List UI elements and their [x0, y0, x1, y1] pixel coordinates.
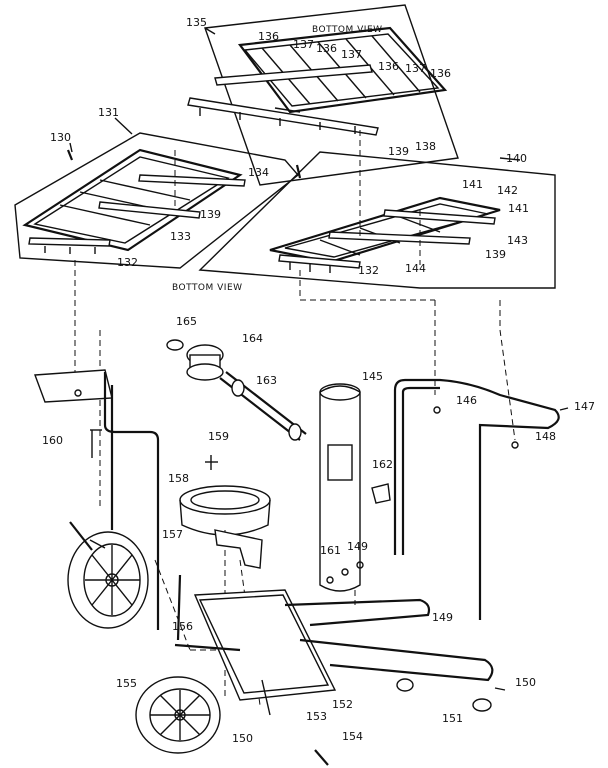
- part-label-138: 138: [415, 140, 436, 153]
- part-label-136: 136: [258, 30, 279, 43]
- part-label-141: 141: [508, 202, 529, 215]
- part-label-149: 149: [432, 611, 453, 624]
- part-label-139: 139: [388, 145, 409, 158]
- part-label-148: 148: [535, 430, 556, 443]
- hardware-marks: [66, 149, 302, 179]
- bottom-view-caption-left: BOTTOM VIEW: [172, 283, 243, 293]
- part-label-134: 134: [248, 166, 269, 179]
- part-label-132: 132: [117, 256, 138, 269]
- left-frame: [34, 369, 160, 630]
- part-label-153: 153: [306, 710, 327, 723]
- part-label-162: 162: [372, 458, 393, 471]
- panel-135-top-rack: [187, 4, 459, 186]
- wheel-lower: [135, 676, 221, 754]
- regulator-assembly: [166, 339, 307, 441]
- label-leaders: [69, 27, 569, 549]
- part-label-149: 149: [347, 540, 368, 553]
- part-labels: 135 136 137 136 137 136 137 136 138 139 …: [42, 16, 595, 745]
- part-label-131: 131: [98, 106, 119, 119]
- wheel-upper: [67, 521, 149, 629]
- part-label-165: 165: [176, 315, 197, 328]
- part-label-154: 154: [342, 730, 363, 743]
- part-label-163: 163: [256, 374, 277, 387]
- part-label-130: 130: [50, 131, 71, 144]
- part-label-158: 158: [168, 472, 189, 485]
- right-frame: [393, 378, 560, 620]
- part-label-137: 137: [293, 38, 314, 51]
- part-label-144: 144: [405, 262, 426, 275]
- part-label-159: 159: [208, 430, 229, 443]
- part-label-141: 141: [462, 178, 483, 191]
- part-label-157: 157: [162, 528, 183, 541]
- lp-tank: [319, 383, 391, 592]
- part-label-146: 146: [456, 394, 477, 407]
- part-label-136: 136: [316, 42, 337, 55]
- tank-retainer: [179, 455, 271, 569]
- base-frame: [174, 561, 506, 766]
- panel-131-left-grate: [14, 132, 300, 269]
- bottom-view-caption-top: BOTTOM VIEW: [312, 25, 383, 35]
- part-label-137: 137: [405, 62, 426, 75]
- part-label-164: 164: [242, 332, 263, 345]
- part-label-142: 142: [497, 184, 518, 197]
- part-label-160: 160: [42, 434, 63, 447]
- part-label-161: 161: [320, 544, 341, 557]
- part-label-132: 132: [358, 264, 379, 277]
- part-label-152: 152: [332, 698, 353, 711]
- part-label-147: 147: [574, 400, 595, 413]
- part-label-136: 136: [430, 67, 451, 80]
- part-label-155: 155: [116, 677, 137, 690]
- part-label-151: 151: [442, 712, 463, 725]
- part-label-156: 156: [172, 620, 193, 633]
- part-label-143: 143: [507, 234, 528, 247]
- part-label-150: 150: [515, 676, 536, 689]
- part-label-136: 136: [378, 60, 399, 73]
- part-label-139: 139: [485, 248, 506, 261]
- part-label-133: 133: [170, 230, 191, 243]
- part-label-140: 140: [506, 152, 527, 165]
- part-label-145: 145: [362, 370, 383, 383]
- part-label-139: 139: [200, 208, 221, 221]
- part-label-137: 137: [341, 48, 362, 61]
- part-label-135: 135: [186, 16, 207, 29]
- part-label-150: 150: [232, 732, 253, 745]
